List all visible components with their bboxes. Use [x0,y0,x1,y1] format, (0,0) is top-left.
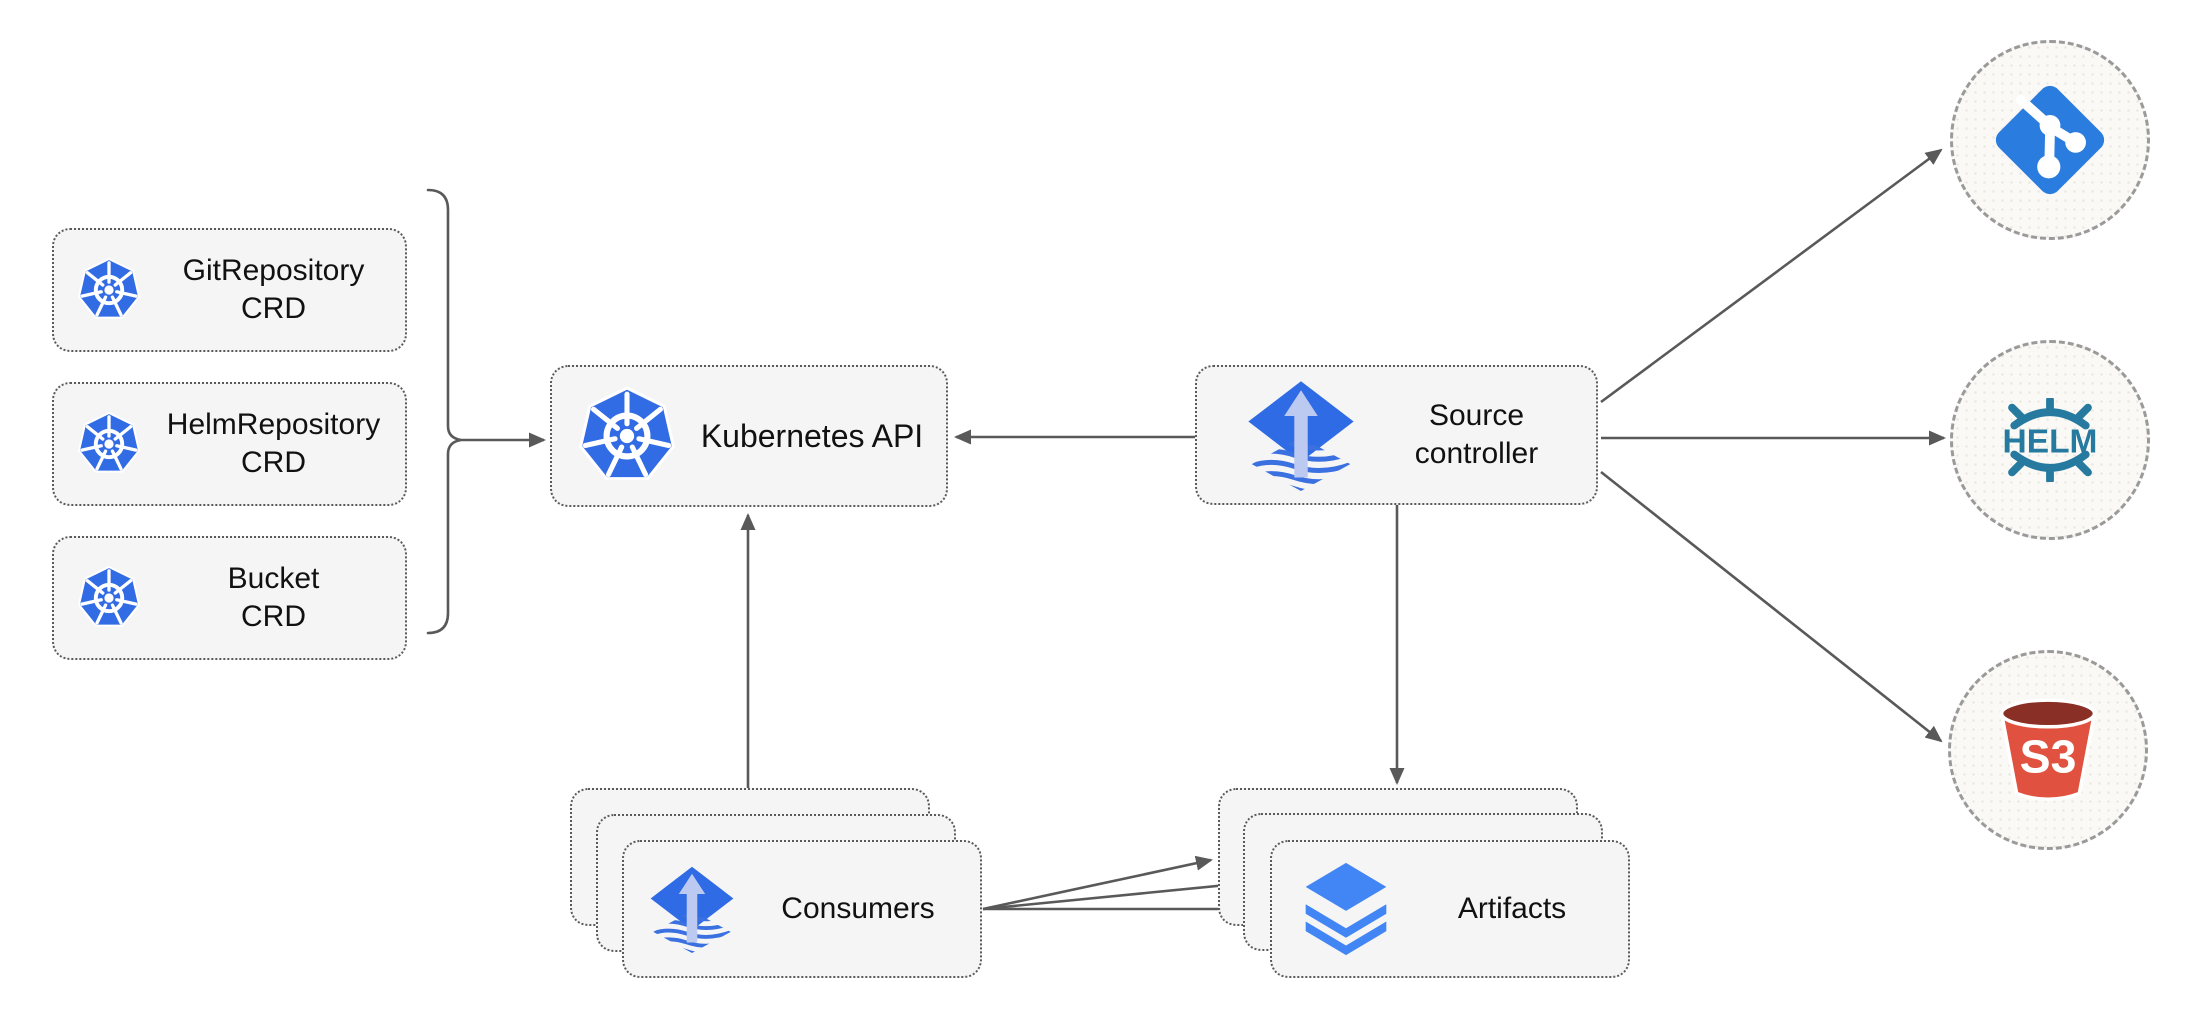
arrow-source-to-s3 [1600,470,1943,743]
layers-icon [1305,862,1387,956]
flux-icon [648,865,736,953]
s3-wordmark: S3 [2020,731,2077,783]
node-helm-repository: HELM [1950,340,2150,540]
node-consumers: Consumers [622,840,982,978]
label-line-1: Source [1428,399,1525,432]
arrow-consumers-to-artifacts-1 [982,855,1213,911]
crd-group-bracket [426,188,462,635]
arrow-consumers-to-artifacts-2 [982,878,1239,911]
node-label: Consumers [781,892,935,925]
node-source-controller: Source controller [1195,365,1598,505]
node-helmrepository-crd: HelmRepository CRD [52,382,407,506]
node-label: Artifacts [1457,892,1567,925]
node-label: Bucket CRD [142,560,405,636]
node-gitrepository-crd: GitRepository CRD [52,228,407,352]
crd-name: GitRepository [182,254,365,287]
flux-icon [1245,379,1357,491]
crd-name: HelmRepository [166,408,381,441]
node-artifacts: Artifacts [1270,840,1630,978]
s3-bucket-icon: S3 [1999,698,2097,801]
node-git-repository [1950,40,2150,240]
crd-type: CRD [241,292,306,325]
node-bucket-crd: Bucket CRD [52,536,407,660]
node-label: GitRepository CRD [142,252,405,328]
node-label: Kubernetes API [700,418,924,454]
git-icon [1995,85,2105,195]
node-label: Source controller [1357,397,1596,473]
crd-type: CRD [241,446,306,479]
helm-wordmark: HELM [2003,423,2098,460]
kubernetes-icon [76,411,142,474]
kubernetes-icon [576,385,678,487]
arrow-source-to-git [1600,148,1943,404]
crd-name: Bucket [227,562,320,595]
helm-icon: HELM [2003,398,2098,482]
kubernetes-icon [76,257,142,320]
node-kubernetes-api: Kubernetes API [550,365,948,507]
crd-type: CRD [241,600,306,633]
kubernetes-icon [76,565,142,628]
node-s3-bucket: S3 [1948,650,2148,850]
node-label: HelmRepository CRD [142,406,405,482]
label-line-2: controller [1414,437,1539,470]
